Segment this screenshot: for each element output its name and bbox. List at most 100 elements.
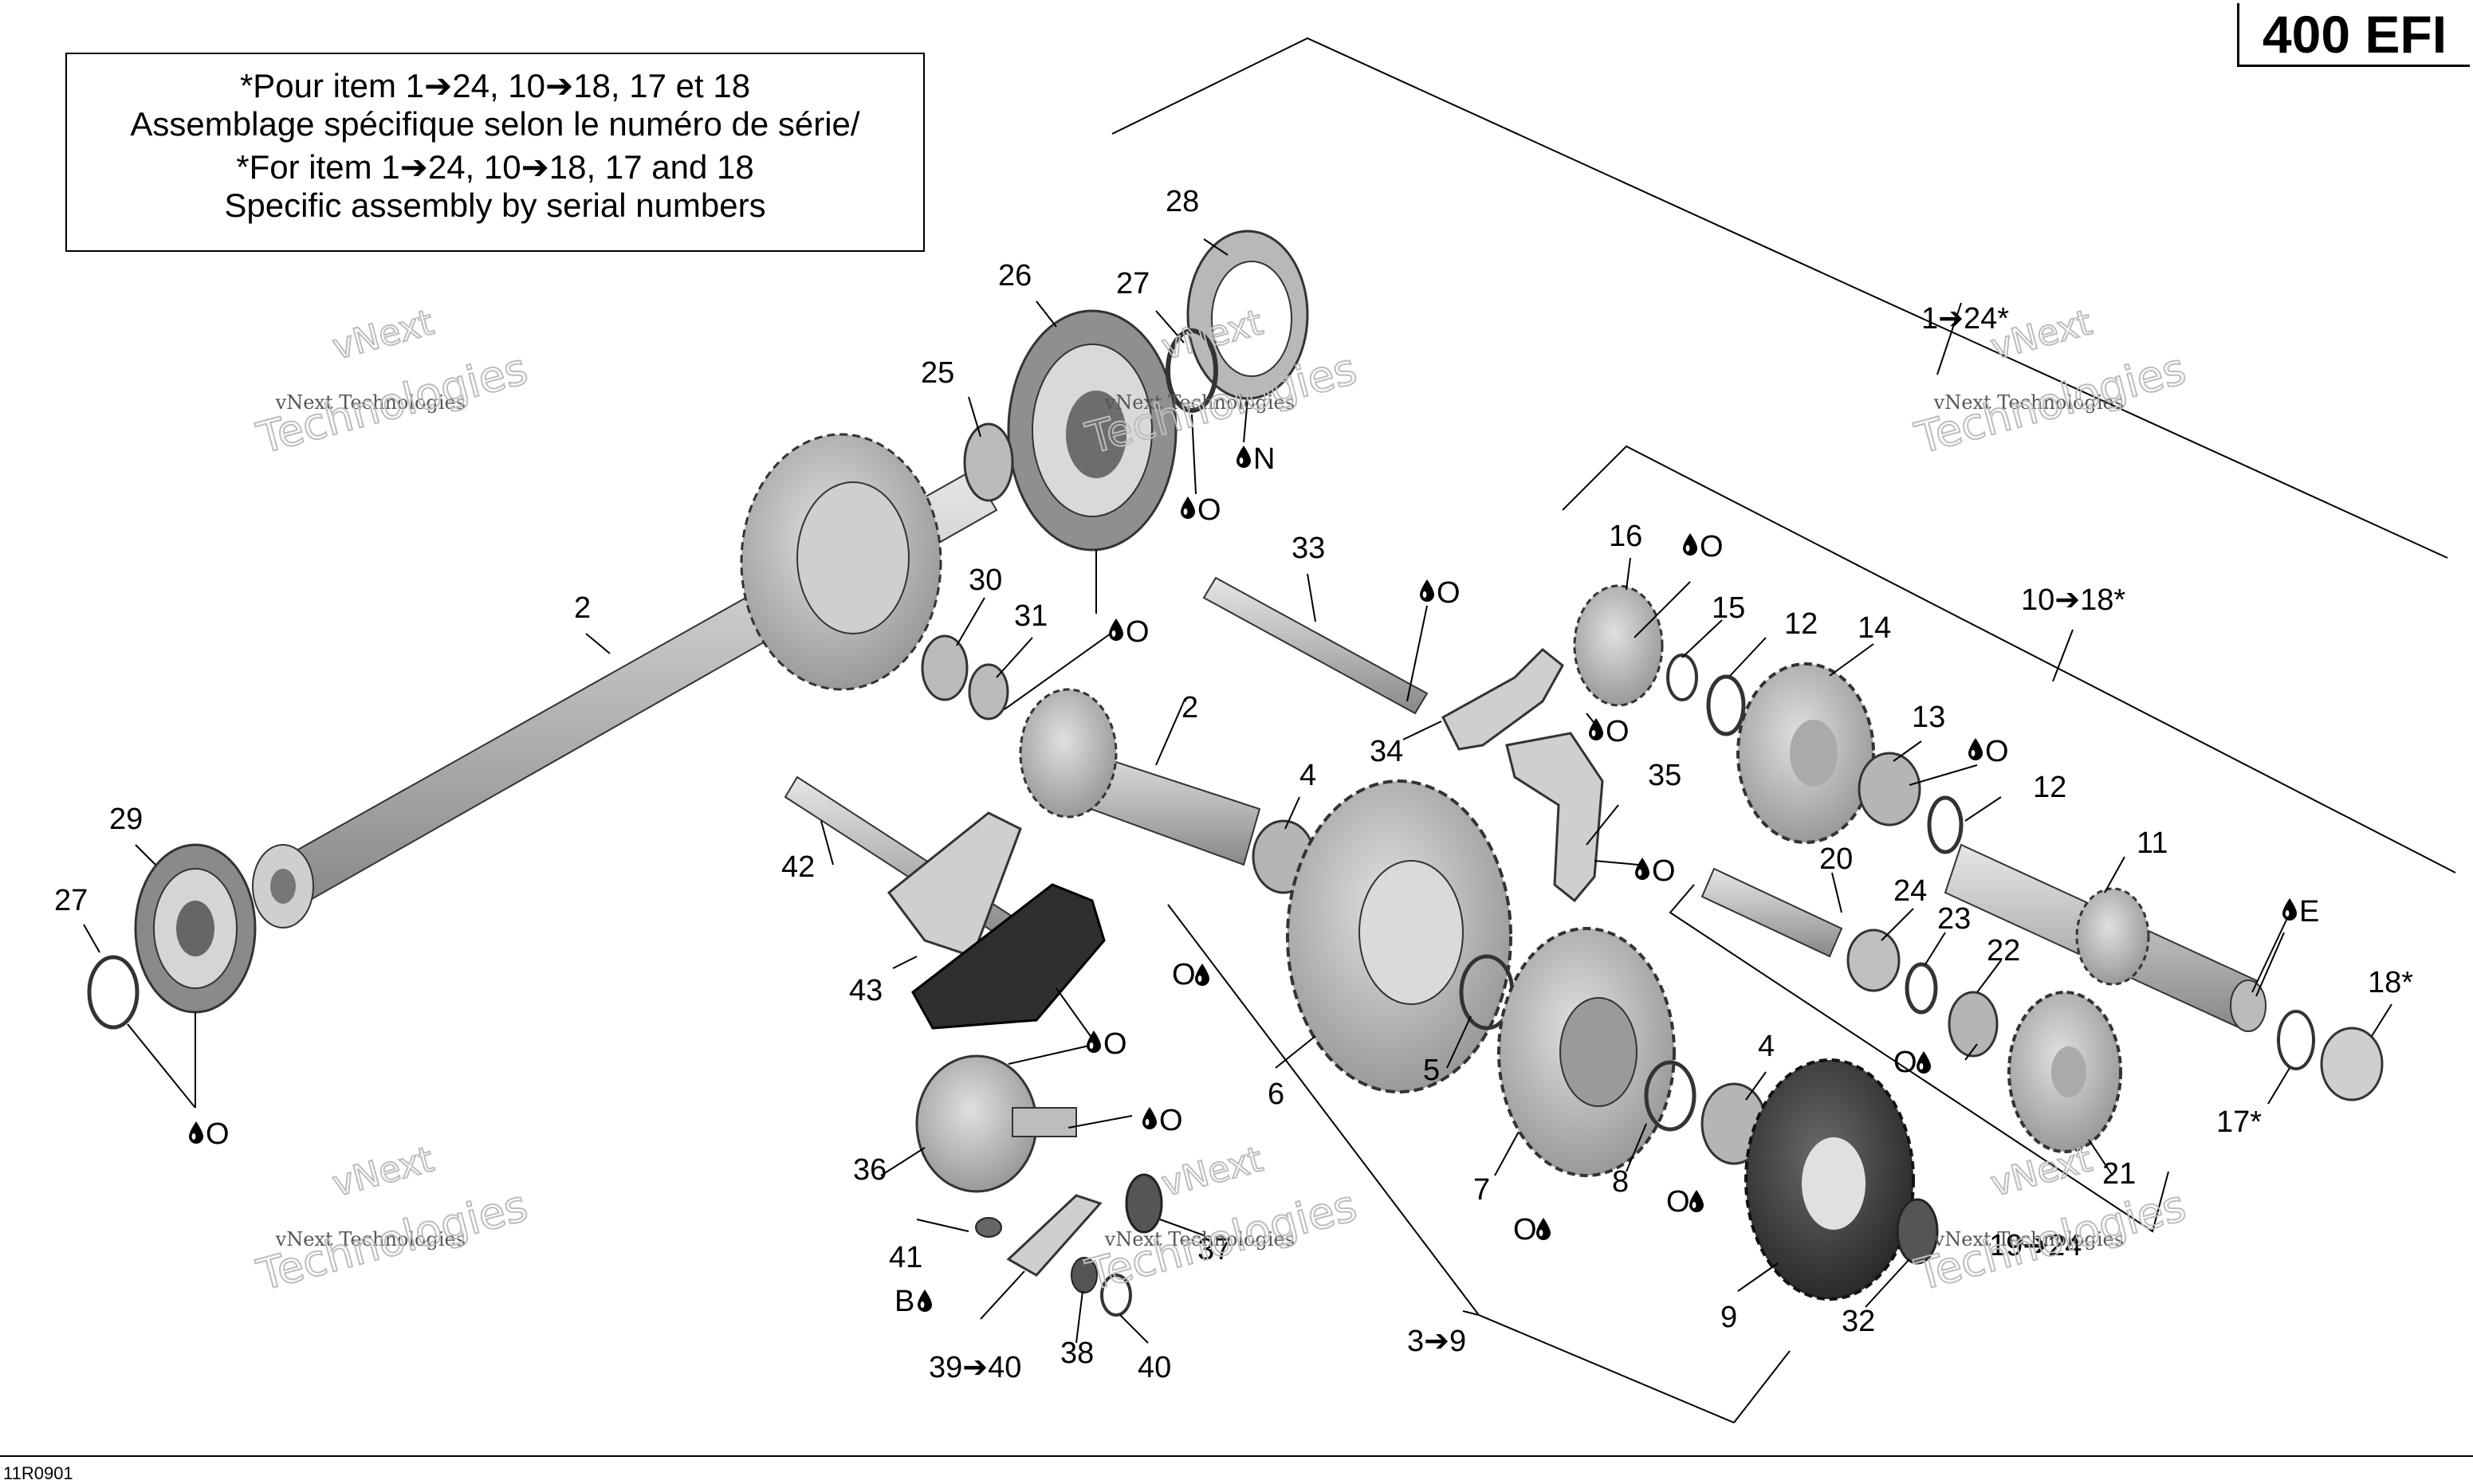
- group-bracket-1-24: [1111, 37, 2448, 559]
- label-28: 28: [1166, 185, 1199, 218]
- label-25: 25: [921, 356, 954, 390]
- clip-37: [1125, 1173, 1163, 1234]
- label-33: 33: [1292, 532, 1325, 565]
- label-20: 20: [1819, 842, 1853, 876]
- washer-32: [1896, 1198, 1939, 1265]
- label-12-a: 12: [1784, 607, 1818, 641]
- svg-text:vNext Technologies: vNext Technologies: [1104, 391, 1295, 414]
- bottom-rule: [0, 1455, 2473, 1457]
- note-line-fr-1: *Pour item 1➔24, 10➔18, 17 et 18: [239, 67, 751, 104]
- clip-40: [1100, 1274, 1132, 1317]
- label-42: 42: [781, 850, 815, 884]
- svg-text:E: E: [2299, 895, 2319, 928]
- lube-o-27: O: [1181, 493, 1221, 527]
- gear-14: [1736, 662, 1875, 844]
- actuator-36: [915, 1054, 1077, 1193]
- washer-31: [968, 663, 1009, 720]
- pin-41: [975, 1217, 1002, 1238]
- label-3-9: 3➔9: [1407, 1325, 1466, 1358]
- svg-text:O: O: [1197, 493, 1221, 527]
- gear-9: [1744, 1058, 1915, 1301]
- lube-o-29: O: [189, 1117, 230, 1151]
- label-36: 36: [853, 1153, 887, 1187]
- bevel-ring-gear: [740, 433, 942, 691]
- label-38: 38: [1060, 1337, 1094, 1370]
- label-29: 29: [109, 803, 143, 836]
- gear-21: [2007, 991, 2122, 1153]
- bearing-22: [1948, 991, 1999, 1058]
- label-27-top: 27: [1116, 267, 1150, 300]
- label-18: 18*: [2368, 966, 2413, 999]
- svg-text:O: O: [1893, 1046, 1917, 1079]
- plate-39: [1006, 1194, 1103, 1277]
- bearing-26: [1007, 309, 1178, 552]
- label-12-b: 12: [2033, 771, 2066, 804]
- gear-16: [1573, 584, 1664, 707]
- washer-23: [1905, 962, 1938, 1015]
- svg-text:O: O: [1606, 715, 1630, 748]
- label-14: 14: [1858, 611, 1891, 645]
- lube-o-43: O: [1087, 1027, 1127, 1061]
- svg-text:Technologies: Technologies: [1910, 344, 2191, 464]
- label-15: 15: [1712, 591, 1745, 625]
- label-22: 22: [1987, 934, 2020, 968]
- svg-text:O: O: [1103, 1027, 1127, 1061]
- label-8: 8: [1612, 1165, 1629, 1199]
- pin-20: [1700, 867, 1843, 958]
- label-9: 9: [1720, 1301, 1737, 1334]
- lube-o-35: O: [1635, 854, 1676, 888]
- label-24: 24: [1893, 874, 1927, 908]
- ring-27-top: [1166, 328, 1218, 413]
- label-1-24: 1➔24*: [1921, 302, 2009, 336]
- label-32: 32: [1842, 1305, 1875, 1338]
- label-4-b: 4: [1758, 1030, 1775, 1063]
- svg-text:O: O: [1172, 958, 1196, 991]
- bearing-24: [1846, 928, 1901, 992]
- svg-text:B: B: [894, 1285, 914, 1318]
- label-23: 23: [1937, 902, 1971, 936]
- diagram-code: 11R0901: [3, 1463, 73, 1483]
- model-badge: 400 EFI: [2237, 3, 2470, 67]
- washer-12a: [1706, 674, 1746, 736]
- needle-bearing-13: [1858, 752, 1921, 826]
- note-line-fr-2: Assemblage spécifique selon le numéro de…: [130, 105, 860, 143]
- assembly-note: *Pour item 1➔24, 10➔18, 17 et 18 Assembl…: [65, 53, 925, 252]
- ring-27-left: [87, 955, 140, 1030]
- label-30: 30: [969, 563, 1002, 597]
- lube-o-33: O: [1420, 576, 1461, 610]
- lube-o-4b: O: [1666, 1185, 1704, 1219]
- svg-text:N: N: [1253, 442, 1275, 476]
- label-26: 26: [998, 259, 1032, 292]
- leader-lines: [83, 238, 2392, 1344]
- shift-fork-35: [1505, 732, 1604, 903]
- svg-text:O: O: [1126, 615, 1150, 649]
- watermark-4: vNext vNext Technologies Technologies: [251, 1138, 533, 1301]
- label-40: 40: [1138, 1351, 1171, 1384]
- label-11: 11: [2137, 826, 2168, 860]
- label-31: 31: [1014, 599, 1048, 633]
- lube-o-36: O: [1142, 1104, 1183, 1137]
- model-badge-text: 400 EFI: [2262, 4, 2447, 64]
- svg-text:vNext: vNext: [328, 1139, 438, 1205]
- lube-o-34: O: [1589, 715, 1630, 748]
- shift-shaft-33: [1202, 576, 1429, 715]
- ring-18: [2320, 1027, 2384, 1101]
- label-4-a: 4: [1299, 759, 1316, 792]
- svg-text:Technologies: Technologies: [252, 344, 533, 464]
- group-bracket-3-9: [1167, 904, 1791, 1423]
- gear-7: [1497, 927, 1676, 1177]
- svg-text:vNext Technologies: vNext Technologies: [275, 391, 466, 414]
- svg-text:vNext Technologies: vNext Technologies: [1104, 1228, 1295, 1250]
- lube-o-16: O: [1683, 530, 1724, 563]
- label-27-left: 27: [54, 884, 88, 917]
- svg-text:Technologies: Technologies: [252, 1180, 533, 1301]
- svg-text:O: O: [1700, 530, 1724, 563]
- lube-o-31: O: [1109, 615, 1150, 649]
- lube-e-11: E: [2282, 895, 2319, 928]
- label-13: 13: [1912, 701, 1945, 734]
- label-16: 16: [1609, 520, 1642, 553]
- label-21: 21: [2102, 1157, 2136, 1191]
- svg-text:vNext Technologies: vNext Technologies: [275, 1228, 466, 1250]
